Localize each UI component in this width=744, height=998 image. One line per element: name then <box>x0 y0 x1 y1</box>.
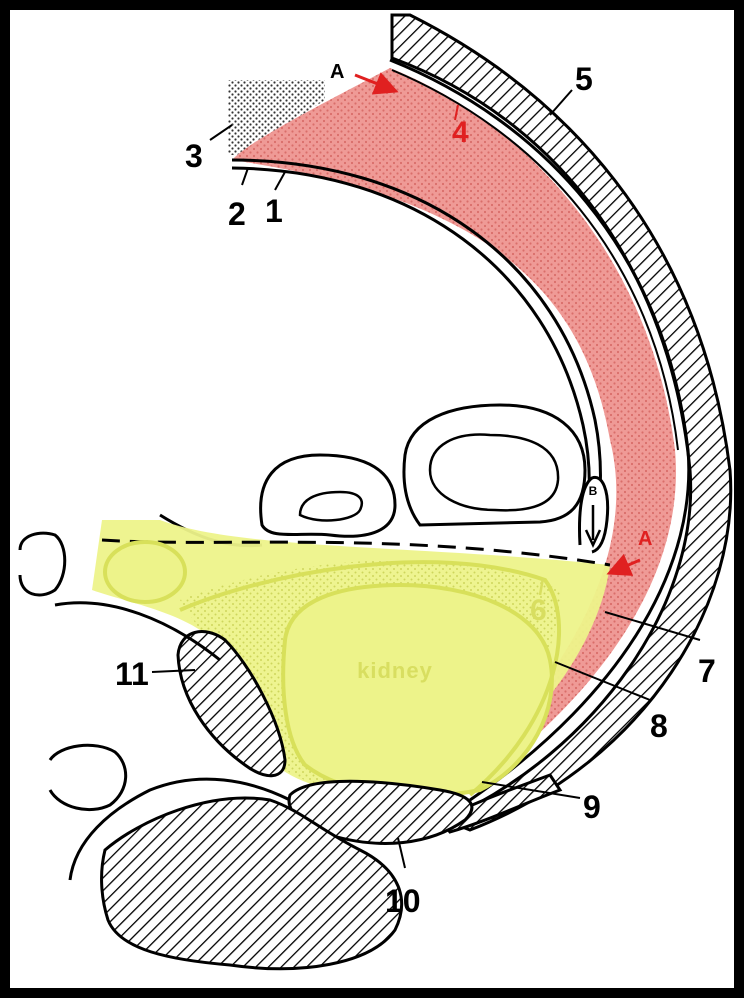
kidney-outer <box>283 585 552 796</box>
label-4: 4 <box>452 116 469 149</box>
label-a-right: A <box>638 528 652 550</box>
label-5: 5 <box>575 61 593 97</box>
label-8: 8 <box>650 708 668 744</box>
label-11: 11 <box>115 656 149 692</box>
label-2: 2 <box>228 196 246 232</box>
label-7: 7 <box>698 653 716 689</box>
label-9: 9 <box>583 789 601 825</box>
ureter-vessel-yellow <box>105 542 185 602</box>
label-b: B <box>589 484 598 498</box>
label-kidney: kidney <box>357 658 433 683</box>
label-10: 10 <box>385 883 421 919</box>
label-3: 3 <box>185 138 203 174</box>
label-1: 1 <box>265 193 283 229</box>
label-a-top: A <box>330 61 344 83</box>
bowel-lumen-right <box>430 435 558 511</box>
label-6: 6 <box>530 594 547 627</box>
